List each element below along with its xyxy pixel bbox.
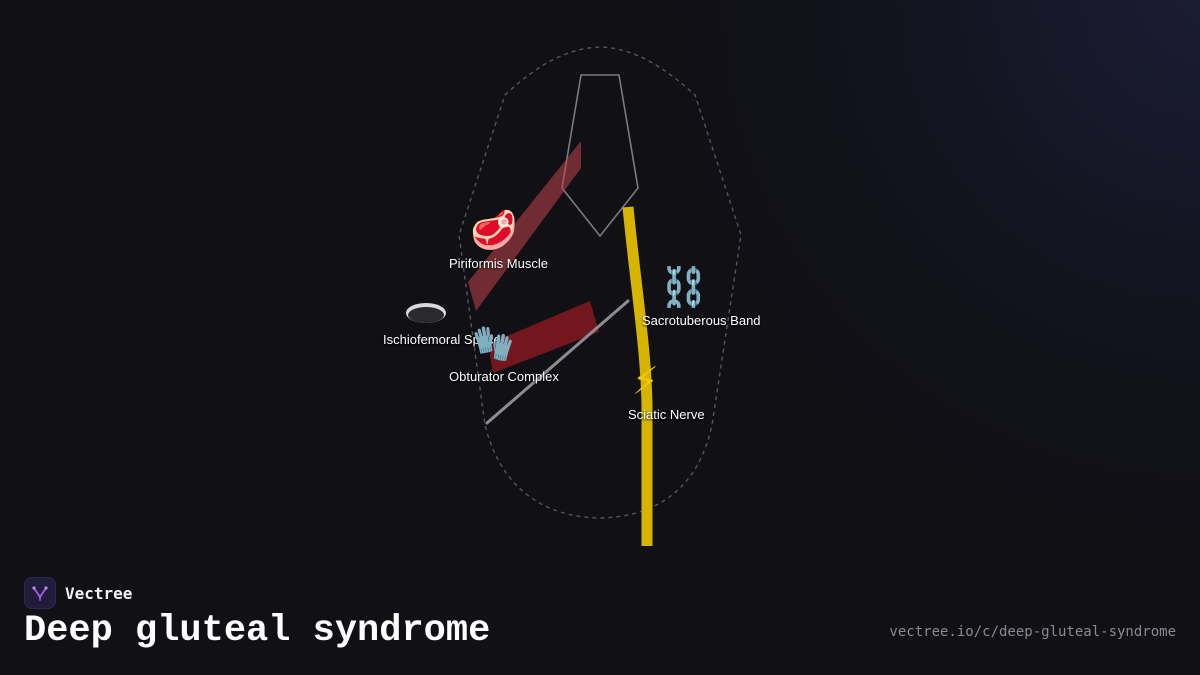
brand[interactable]: Vectree — [24, 577, 132, 609]
label-ischiofemoral-space: Ischiofemoral Space — [383, 332, 501, 347]
page-url[interactable]: vectree.io/c/deep-gluteal-syndrome — [889, 624, 1176, 640]
sacrotuberous-ligament-line — [485, 299, 630, 425]
label-piriformis-muscle: Piriformis Muscle — [449, 256, 548, 271]
vectree-logo-icon — [24, 577, 56, 609]
meat-icon: 🥩 — [470, 208, 518, 252]
label-obturator-complex: Obturator Complex — [449, 369, 559, 384]
label-sciatic-nerve: Sciatic Nerve — [628, 407, 705, 422]
obturator-complex-shape — [488, 301, 599, 373]
lightning-icon: ⚡ — [632, 359, 659, 403]
piriformis-muscle-shape — [468, 141, 581, 311]
chains-icon: ⛓️ — [660, 265, 708, 309]
hole-icon — [406, 303, 446, 323]
page-title: Deep gluteal syndrome — [24, 610, 491, 652]
pelvis-outline — [458, 46, 742, 519]
brand-name: Vectree — [65, 583, 133, 603]
label-sacrotuberous-band: Sacrotuberous Band — [642, 313, 761, 328]
sciatic-nerve-path — [622, 206, 653, 546]
glove-icon: 🧤 — [472, 324, 515, 364]
